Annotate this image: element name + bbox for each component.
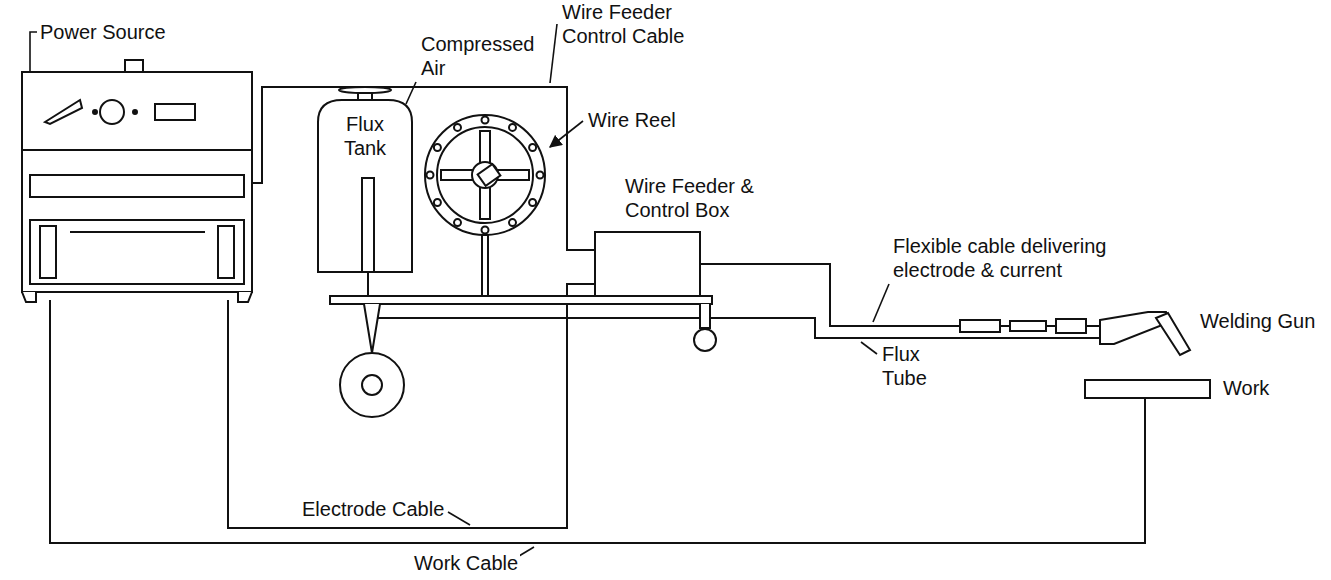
power-source-slot	[30, 175, 244, 197]
reel-hole	[427, 172, 434, 179]
cart-wheel	[340, 353, 404, 417]
power-source-leg	[238, 292, 252, 302]
cable-fitting	[1010, 321, 1046, 331]
part-label: Wire Reel	[586, 108, 678, 132]
leader-line	[550, 24, 557, 83]
power-source-leg	[22, 292, 36, 302]
power-source-base	[30, 220, 244, 284]
flux-tank: Flux Tank	[318, 100, 412, 272]
cable-label: Electrode Cable	[300, 497, 446, 521]
caster-fork	[700, 304, 710, 328]
leader-line	[448, 512, 470, 525]
caster-wheel	[694, 329, 716, 351]
cable-label: Flexible cable delivering electrode & cu…	[891, 234, 1145, 282]
leader-line	[873, 284, 889, 322]
flux-tank-body	[318, 100, 412, 272]
wire-feeder-box: Wire Feeder & Control Box	[595, 232, 700, 296]
power-source-meter	[45, 100, 82, 124]
reel-hole	[529, 199, 536, 206]
reel-hole	[529, 144, 536, 151]
welding-gun: Welding Gun	[1100, 305, 1192, 357]
cable-label: Wire Feeder Control Cable	[560, 0, 714, 48]
leader-line	[30, 32, 37, 72]
cart-rail	[330, 296, 712, 304]
reel-hole	[482, 117, 489, 124]
cable-fitting	[960, 320, 1000, 332]
power-source-dial	[100, 100, 124, 124]
terminal	[218, 226, 234, 278]
cable-line	[252, 87, 595, 250]
cable-label: Flux Tube	[880, 342, 944, 390]
panel-dot	[133, 110, 137, 114]
reel-hole	[537, 172, 544, 179]
reel-hole	[454, 124, 461, 131]
power-source-handle	[125, 60, 143, 72]
wire-feeder-box	[595, 232, 700, 296]
reel-hole	[454, 219, 461, 226]
work-plate	[1085, 380, 1210, 398]
reel-hole	[509, 124, 516, 131]
node-label: Wire Feeder & Control Box	[625, 174, 815, 222]
panel-line	[70, 231, 205, 233]
reel-stand	[482, 235, 488, 296]
reel-hole	[434, 199, 441, 206]
welding-gun-nozzle	[1156, 313, 1190, 355]
work-plate: Work	[1085, 380, 1210, 398]
wire-reel-inner	[437, 127, 533, 223]
reel-hole	[482, 227, 489, 234]
tank-pipe	[362, 178, 374, 272]
tank-valve-wheel	[339, 87, 391, 93]
node-label: Welding Gun	[1200, 309, 1315, 333]
reel-hole	[509, 219, 516, 226]
reel-hole	[434, 144, 441, 151]
power-source: Power Source	[22, 72, 252, 300]
reel-latch	[478, 164, 501, 186]
node-label: Flux Tank	[330, 112, 400, 160]
panel-dot	[93, 110, 97, 114]
panel-divider	[22, 149, 252, 151]
cable-line	[50, 300, 1145, 543]
cable-label: Work Cable	[412, 551, 520, 575]
leader-line	[519, 547, 534, 556]
node-label: Power Source	[40, 20, 166, 44]
wheel-hub	[362, 375, 382, 395]
terminal	[40, 226, 56, 278]
leader-arrow	[550, 121, 583, 147]
leader-line	[406, 82, 416, 104]
wire-reel	[425, 115, 545, 235]
part-label: Compressed Air	[419, 32, 548, 80]
cable-line	[228, 284, 595, 528]
wheel-mount	[364, 304, 380, 353]
power-source-switch	[155, 104, 195, 120]
power-source-body	[22, 72, 252, 292]
leader-line	[861, 342, 877, 354]
cable-fitting	[1056, 319, 1086, 333]
node-label: Work	[1223, 376, 1269, 400]
